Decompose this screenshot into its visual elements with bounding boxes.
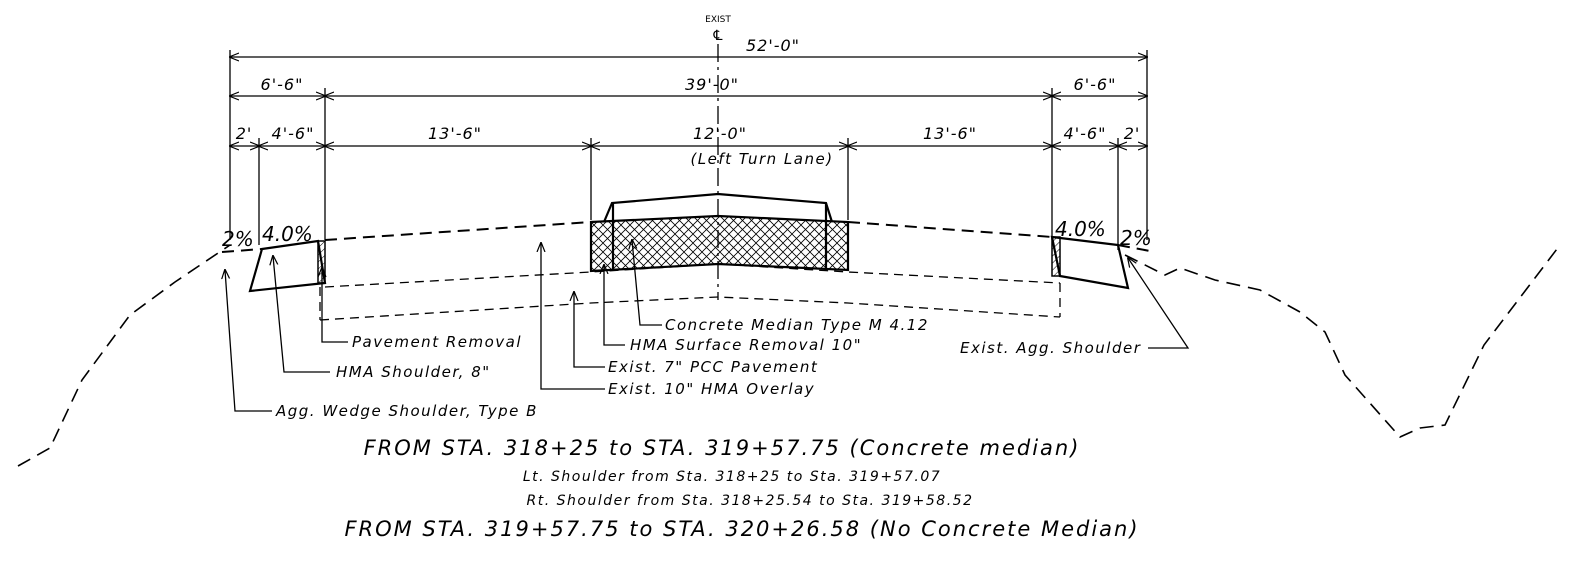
dim-right-lane: 13'-6" — [923, 124, 977, 143]
dimension-lines — [230, 50, 1147, 250]
right-shoulder — [1050, 235, 1151, 290]
dim-left-inner: 4'-6" — [272, 124, 315, 143]
median-note: (Left Turn Lane) — [690, 150, 833, 168]
centerline-exist-label: EXIST — [705, 15, 731, 25]
pavement-surface-line — [324, 221, 1053, 241]
label-hma-surface-removal: HMA Surface Removal 10" — [630, 336, 862, 354]
label-pavement-removal: Pavement Removal — [352, 333, 522, 351]
right-pavement-removal — [1051, 236, 1061, 277]
dim-median: 12'-0" — [693, 124, 747, 143]
label-exist-pcc: Exist. 7" PCC Pavement — [608, 358, 818, 376]
dim-right-inner: 4'-6" — [1064, 124, 1107, 143]
leader-lines — [225, 240, 1190, 412]
median-curb-outline — [602, 192, 834, 223]
label-exist-agg-shoulder: Exist. Agg. Shoulder — [960, 339, 1141, 357]
dim-left-outer: 2' — [236, 124, 253, 143]
dim-overall: 52'-0" — [746, 36, 800, 55]
slope-right-outer: 2% — [1120, 226, 1152, 250]
dim-right-shoulder: 6'-6" — [1074, 75, 1117, 94]
centerline: EXIST ℄ — [705, 15, 731, 300]
concrete-median — [589, 192, 850, 273]
slope-right-inner: 4.0% — [1055, 217, 1106, 241]
caption-line-4: FROM STA. 319+57.75 to STA. 320+26.58 (N… — [344, 517, 1139, 541]
slope-left-inner: 4.0% — [262, 222, 313, 246]
label-exist-hma-overlay: Exist. 10" HMA Overlay — [608, 380, 815, 398]
label-agg-wedge: Agg. Wedge Shoulder, Type B — [275, 402, 538, 420]
caption-line-1: FROM STA. 318+25 to STA. 319+57.75 (Conc… — [364, 436, 1081, 460]
pcc-bottom-line — [319, 296, 1061, 321]
centerline-symbol: ℄ — [713, 28, 723, 44]
dim-left-lane: 13'-6" — [428, 124, 482, 143]
caption-line-2: Lt. Shoulder from Sta. 318+25 to Sta. 31… — [523, 469, 941, 485]
dim-right-outer: 2' — [1124, 124, 1141, 143]
hma-surface-removal-area — [589, 214, 850, 273]
dim-roadway: 39'-0" — [685, 75, 739, 94]
label-hma-shoulder: HMA Shoulder, 8" — [336, 363, 491, 381]
label-concrete-median: Concrete Median Type M 4.12 — [665, 316, 929, 334]
pcc-top-line — [324, 263, 1061, 288]
slope-left-outer: 2% — [222, 227, 254, 251]
right-hma-shoulder — [1050, 235, 1130, 290]
dim-left-shoulder: 6'-6" — [261, 75, 304, 94]
caption-line-3: Rt. Shoulder from Sta. 318+25.54 to Sta.… — [527, 493, 974, 509]
existing-ground-line — [17, 244, 1561, 467]
